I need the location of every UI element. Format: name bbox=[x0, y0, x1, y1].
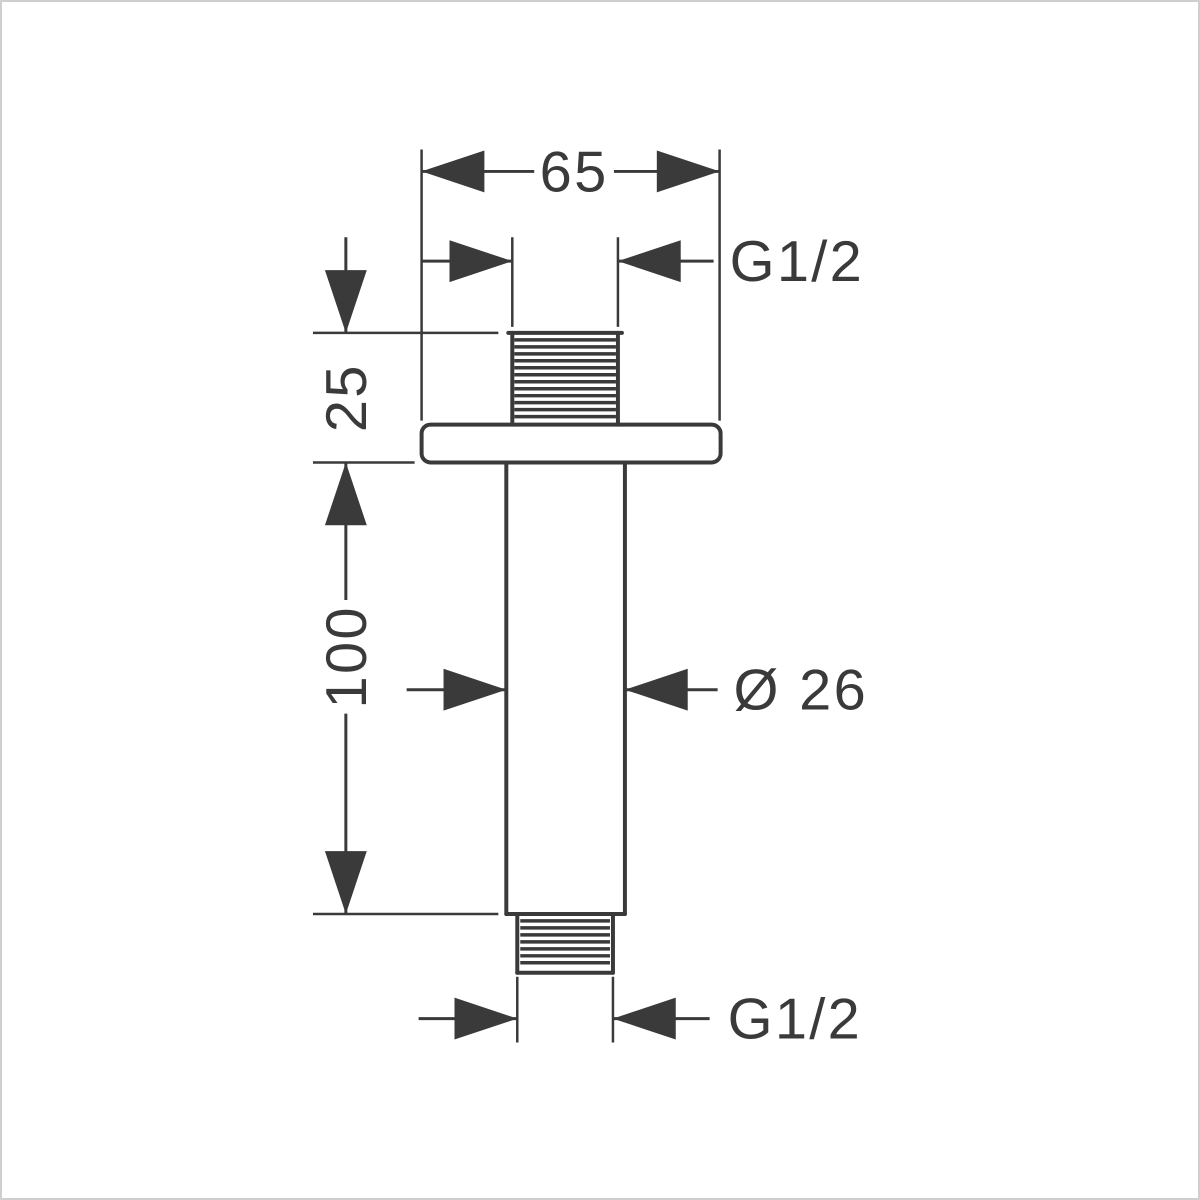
arrowhead-right bbox=[612, 997, 676, 1040]
arrowhead-right bbox=[617, 240, 681, 283]
dim-pipe-length-label: 100 bbox=[315, 605, 379, 708]
dim-pipe-diameter: Ø 26 bbox=[406, 659, 869, 723]
dim-bottom-thread-label: G1/2 bbox=[728, 988, 863, 1052]
dim-bottom-thread: G1/2 bbox=[418, 976, 863, 1052]
dim-flange-width-label: 65 bbox=[540, 140, 609, 204]
top-thread-ridges bbox=[514, 338, 616, 419]
bottom-thread-ridges bbox=[520, 919, 610, 965]
fixture-outline bbox=[419, 330, 723, 975]
arrowhead-left bbox=[421, 150, 485, 193]
dim-pipe-diameter-label: Ø 26 bbox=[734, 659, 869, 723]
arrowhead-down bbox=[324, 270, 367, 333]
arrowhead-left bbox=[454, 997, 518, 1040]
arrowhead-right bbox=[624, 668, 688, 711]
arrowhead-down bbox=[324, 851, 367, 914]
flange bbox=[419, 422, 723, 465]
pipe bbox=[504, 460, 627, 916]
dim-exposed-length: 25 bbox=[312, 237, 499, 464]
dim-top-thread-label: G1/2 bbox=[730, 230, 865, 294]
arrowhead-left bbox=[449, 240, 513, 283]
bottom-thread bbox=[515, 911, 615, 975]
top-thread bbox=[506, 330, 624, 427]
dim-exposed-length-label: 25 bbox=[315, 363, 379, 432]
arrowhead-up bbox=[324, 462, 367, 526]
arrowhead-right bbox=[656, 150, 720, 193]
dim-flange-width: 65 bbox=[420, 140, 721, 421]
arrowhead-left bbox=[443, 668, 507, 711]
dim-top-thread: G1/2 bbox=[421, 230, 865, 327]
dim-pipe-length: 100 bbox=[312, 462, 499, 916]
